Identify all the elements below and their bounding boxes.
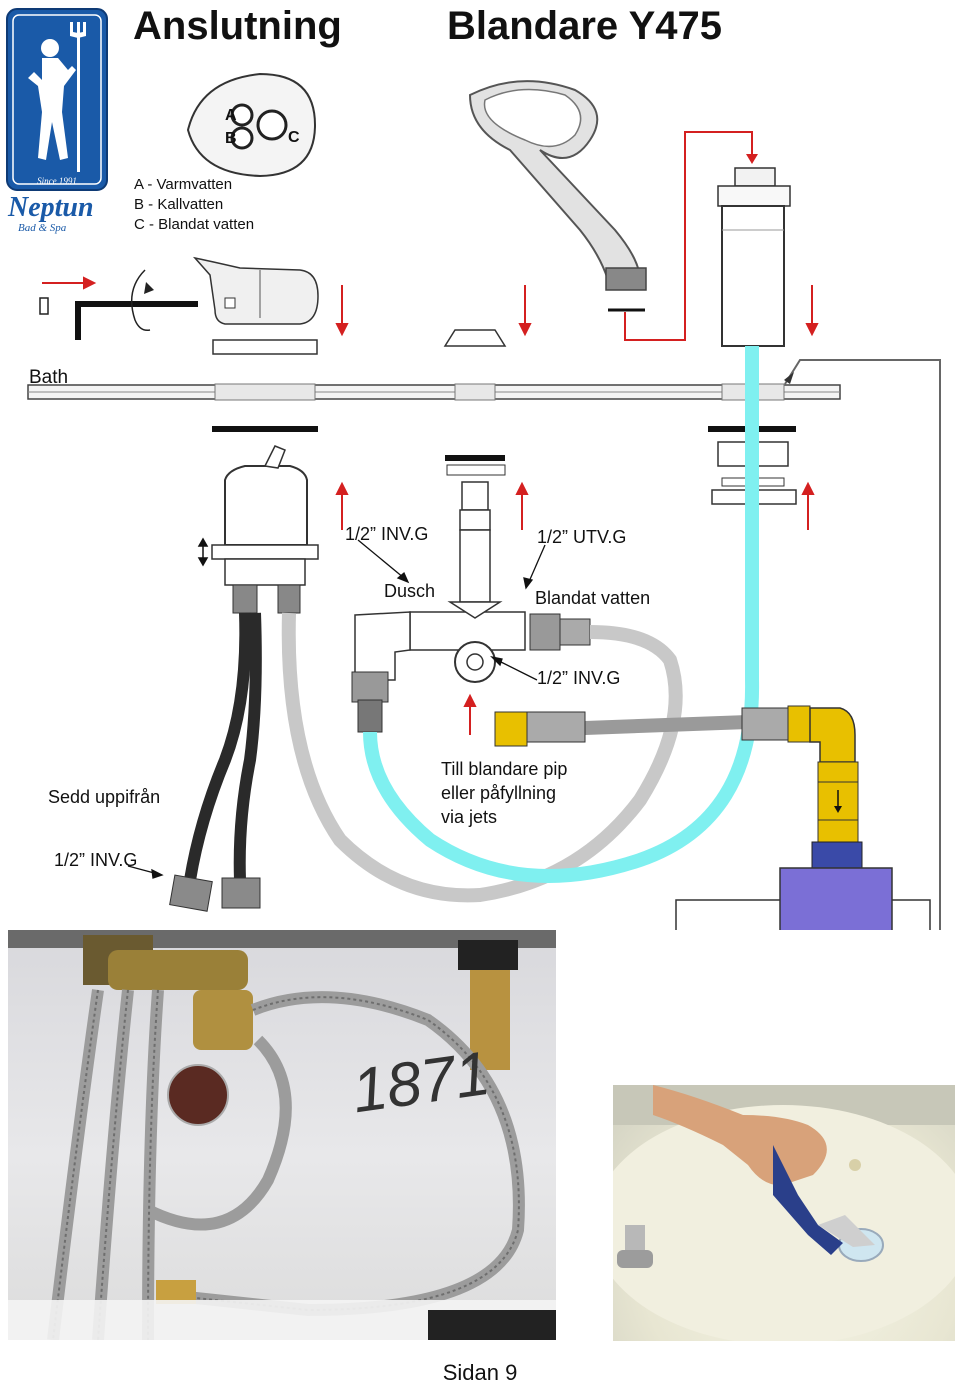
hose-guide-cylinder-icon <box>717 167 791 347</box>
utv-g-label: 1/2” UTV.G <box>537 527 627 547</box>
logo-since: Since 1991 <box>37 176 77 186</box>
lever-handle-icon <box>192 256 319 355</box>
installation-photo: 1871 <box>8 930 556 1340</box>
logo-sub: Bad & Spa <box>18 222 67 234</box>
inv-g-label-2: 1/2” INV.G <box>537 668 621 688</box>
inv-g-label-1: 1/2” INV.G <box>345 524 429 544</box>
inv-g-label-3: 1/2” INV.G <box>54 850 138 870</box>
valve-body-icon <box>211 445 319 614</box>
blandat-vatten-label: Blandat vatten <box>535 588 651 608</box>
port-c-label: C <box>288 129 300 146</box>
drilling-photo <box>613 1085 955 1341</box>
rotate-icon <box>130 269 151 332</box>
port-a-icon <box>230 103 254 127</box>
legend-c: C - Blandat vatten <box>134 216 255 233</box>
neptun-logo: Since 1991 <box>6 8 108 191</box>
port-a-label: A <box>225 107 237 124</box>
adjust-icon <box>197 537 209 567</box>
logo-brand: Neptun <box>8 192 94 223</box>
till-blandare-line-2: eller påfyllning <box>441 783 557 803</box>
brass-elbow-icon <box>787 705 863 869</box>
till-blandare-line-3: via jets <box>441 807 498 827</box>
title-right: Blandare Y475 <box>447 4 722 48</box>
neptune-figure-icon <box>28 22 86 172</box>
sedd-uppifran-label: Sedd uppifrån <box>48 787 161 807</box>
bath-deck <box>27 383 841 401</box>
bath-label: Bath <box>29 367 69 388</box>
port-c-icon <box>256 109 288 141</box>
till-blandare-line-1: Till blandare pip <box>441 759 568 779</box>
title-left: Anslutning <box>133 4 342 48</box>
port-b-label: B <box>225 130 237 147</box>
red-feed-line <box>624 131 753 341</box>
drain-pipe <box>675 867 931 949</box>
photo-handwriting: 1871 <box>348 1039 494 1127</box>
page-number: Sidan 9 <box>442 1360 518 1385</box>
connection-diagram <box>27 80 941 1085</box>
blue-tee-icon <box>779 867 893 949</box>
hex-key-icon <box>75 301 198 340</box>
shower-head-icon <box>468 80 647 312</box>
t-connector-icon <box>351 601 591 733</box>
legend-a: A - Varmvatten <box>134 176 233 193</box>
port-b-icon <box>230 126 254 150</box>
valve-top-view: A B C <box>180 70 320 180</box>
dusch-label: Dusch <box>384 581 436 601</box>
legend-b: B - Kallvatten <box>134 196 224 213</box>
